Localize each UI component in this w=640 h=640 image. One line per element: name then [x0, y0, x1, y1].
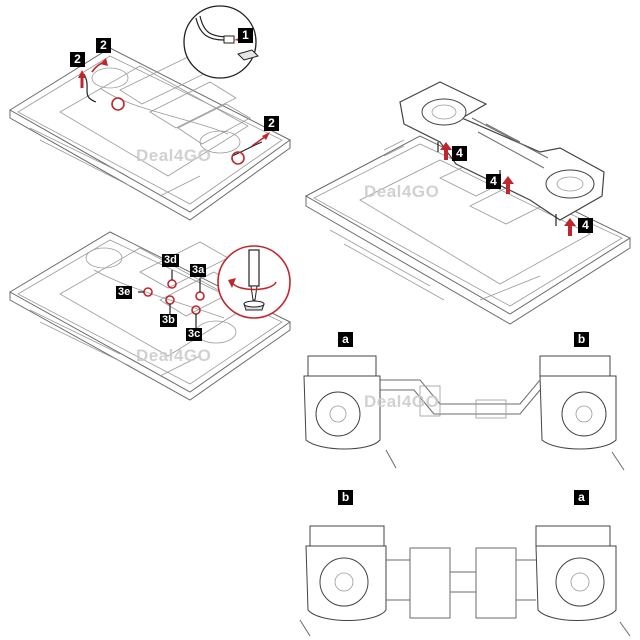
- watermark: Deal4GO: [136, 346, 212, 365]
- callout-step-2a: 2: [96, 38, 111, 53]
- callout-step-3b: 3b: [160, 314, 177, 327]
- watermark: Deal4GO: [364, 182, 440, 201]
- rotate-arrow-icon: [228, 278, 277, 291]
- callout-step-2c: 2: [264, 116, 279, 131]
- panel-heatsink-top: [303, 355, 625, 471]
- panel-heatsink-bottom: [299, 525, 631, 637]
- callout-step-4c: 4: [578, 218, 593, 233]
- callout-step-3d: 3d: [162, 254, 179, 267]
- callout-step-3a: 3a: [190, 264, 207, 277]
- callout-step-4b: 4: [486, 174, 501, 189]
- inset-screwdriver: [217, 245, 291, 319]
- callout-step-4a: 4: [452, 146, 467, 161]
- callout-part-b-bottom: b: [338, 490, 353, 505]
- callout-step-3c: 3c: [186, 328, 203, 341]
- callout-part-b-top: b: [574, 332, 589, 347]
- watermark: Deal4GO: [136, 146, 212, 165]
- panel-disconnect-cable: [9, 47, 291, 221]
- watermark: Deal4GO: [364, 392, 440, 411]
- callout-step-2b: 2: [70, 52, 85, 67]
- panel-lift-heatsink: [304, 81, 632, 325]
- callout-part-a-top: a: [338, 332, 353, 347]
- callout-part-a-bottom: a: [574, 490, 589, 505]
- callout-step-1: 1: [238, 28, 253, 43]
- callout-step-3e: 3e: [116, 286, 133, 299]
- lift-arrow-icon: [440, 142, 576, 236]
